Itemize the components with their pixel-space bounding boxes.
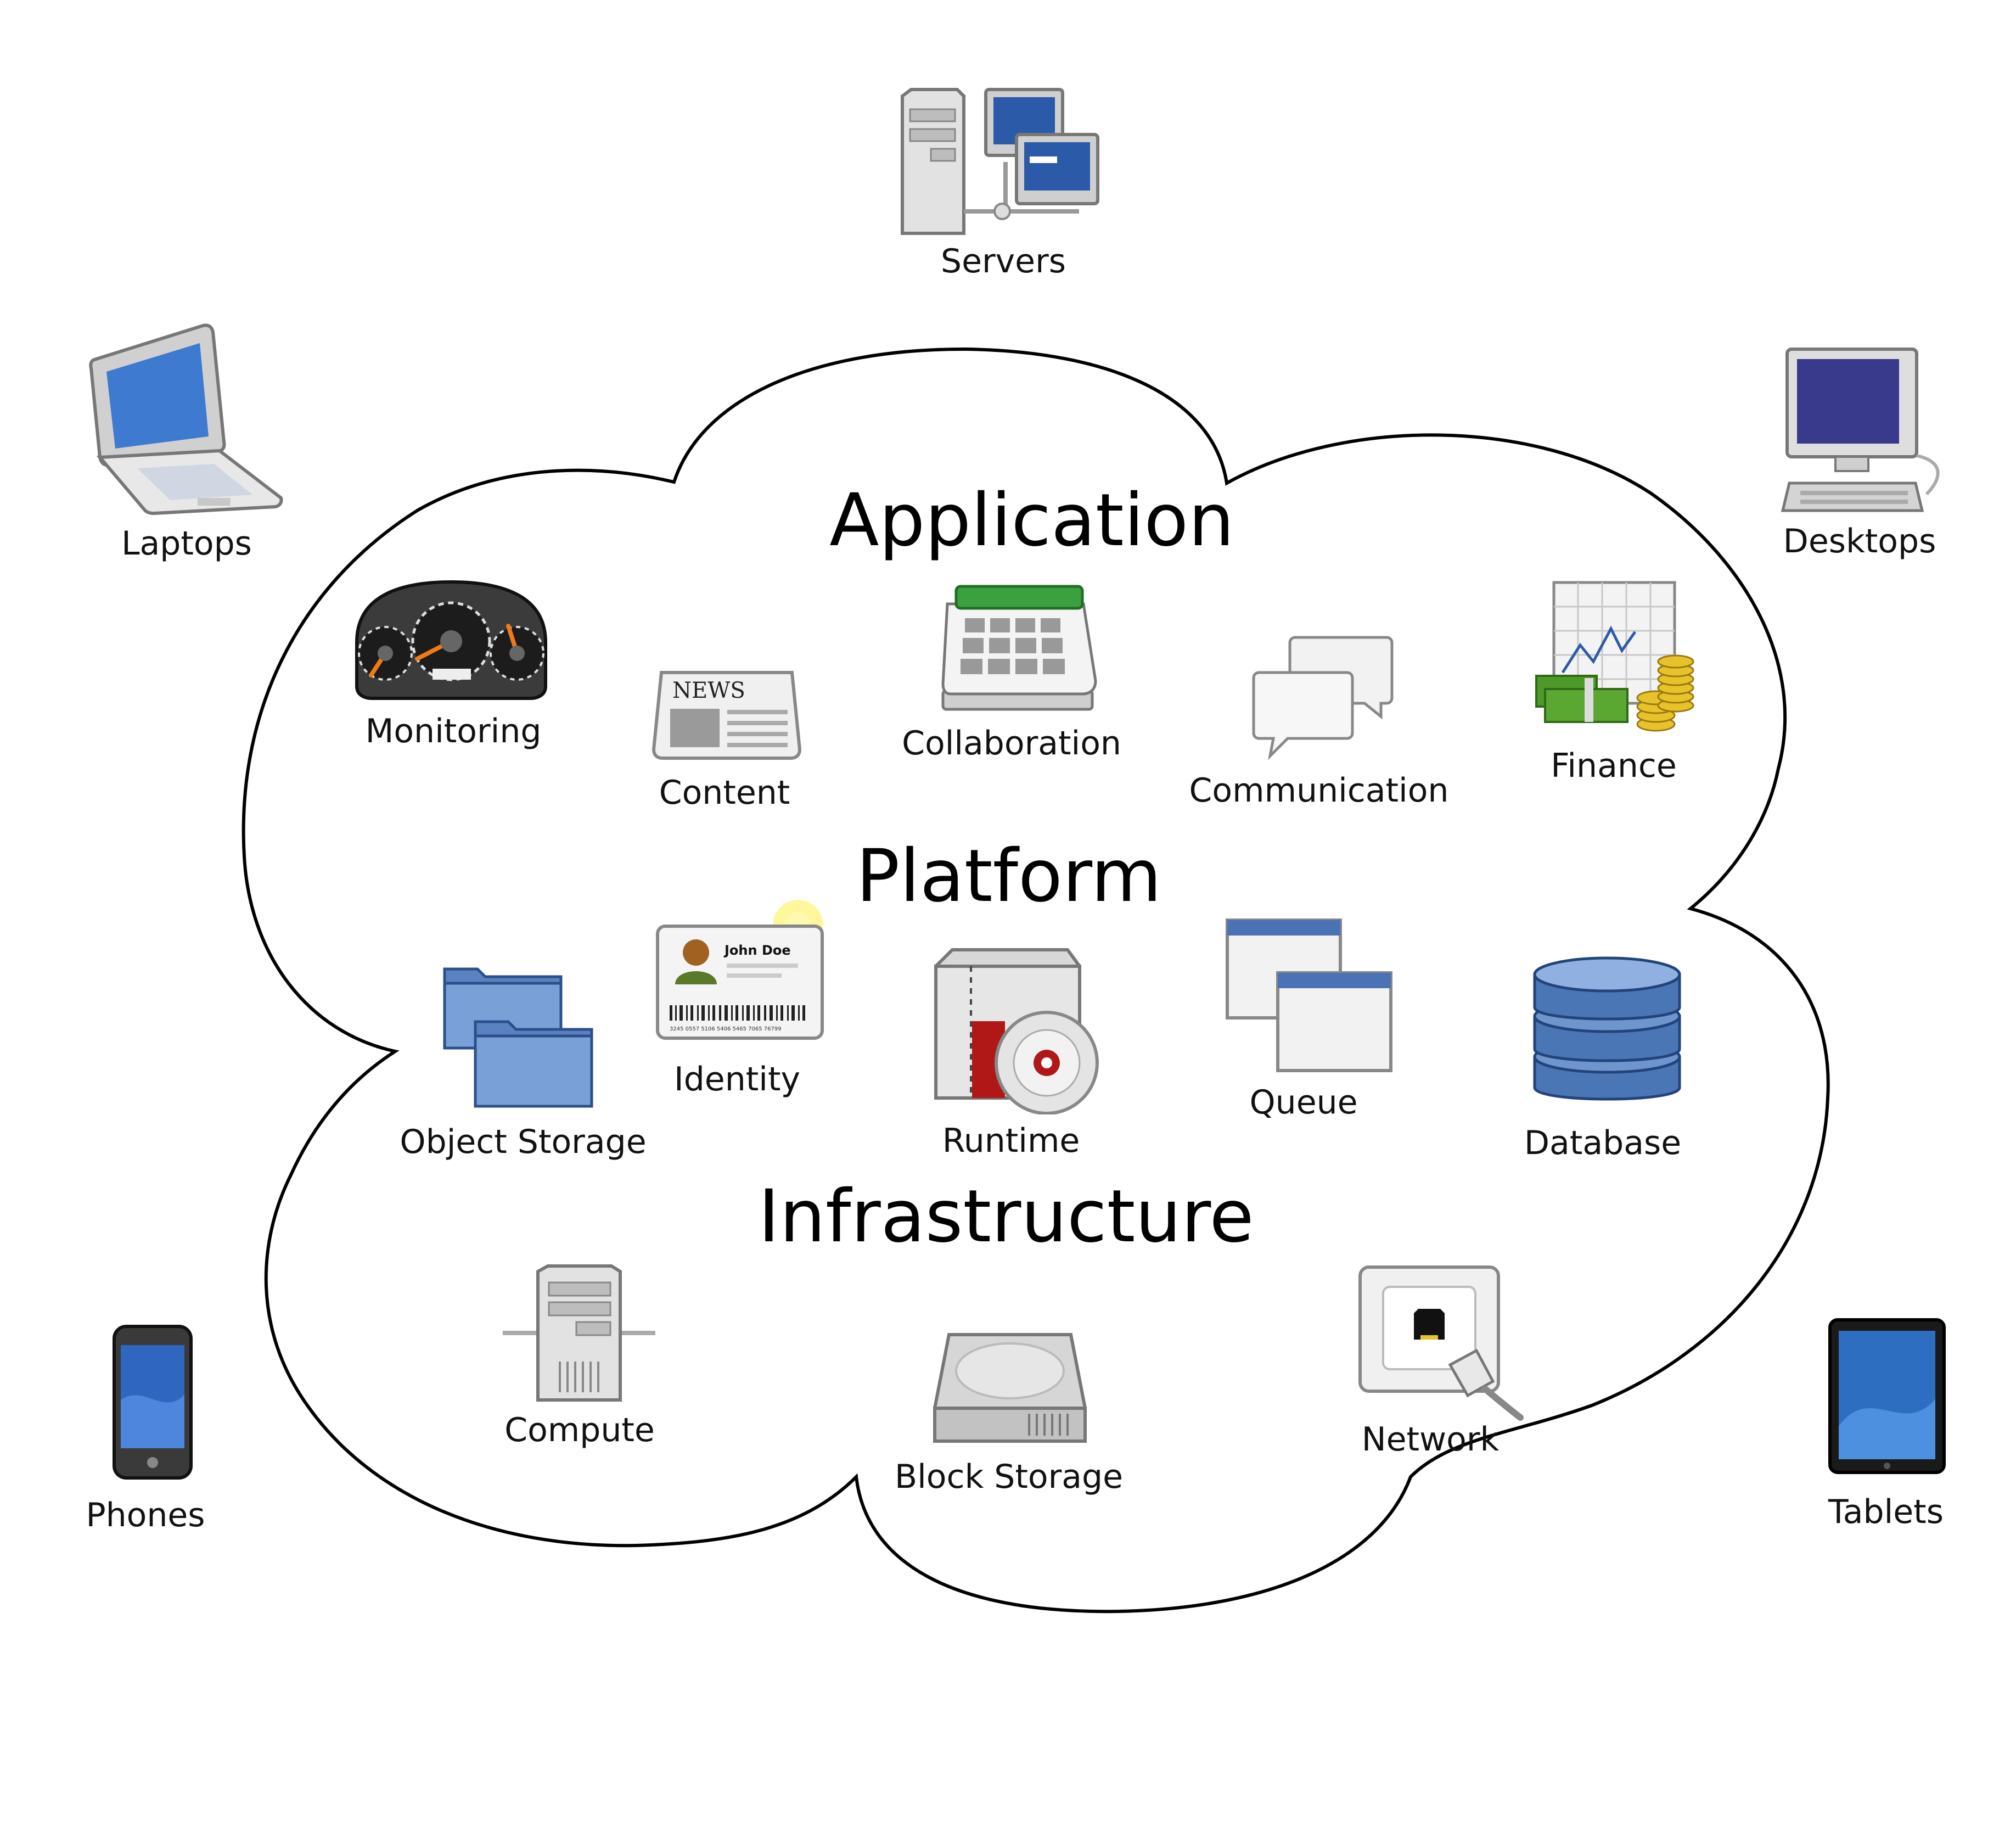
chart-money-icon <box>1534 579 1697 740</box>
label-tablets: Tablets <box>1828 1493 1944 1531</box>
newspaper-icon: NEWS <box>650 667 803 764</box>
id-card-icon: John Doe 3245 0557 5106 5406 5465 7065 7… <box>653 892 834 1048</box>
svg-text:John Doe: John Doe <box>723 943 791 958</box>
servers-network-icon <box>898 85 1103 239</box>
label-block-storage: Block Storage <box>894 1458 1124 1496</box>
desktop-computer-icon <box>1778 346 1943 515</box>
label-finance: Finance <box>1551 747 1677 785</box>
svg-text:3245 0557 5106 5406 5465 7065: 3245 0557 5106 5406 5465 7065 76799 <box>670 1026 782 1032</box>
label-collaboration: Collaboration <box>902 724 1121 763</box>
label-servers: Servers <box>940 242 1066 281</box>
layer-title-infrastructure: Infrastructure <box>758 1174 1254 1259</box>
label-object-storage: Object Storage <box>400 1123 647 1161</box>
tablet-icon <box>1827 1317 1947 1478</box>
database-cylinder-icon <box>1530 953 1684 1108</box>
software-package-disc-icon <box>930 944 1105 1117</box>
label-runtime: Runtime <box>942 1122 1080 1160</box>
laptop-icon <box>88 321 284 519</box>
hard-drive-icon <box>930 1326 1090 1447</box>
calendar-icon <box>940 582 1099 716</box>
svg-text:NEWS: NEWS <box>672 678 745 703</box>
server-tower-icon <box>499 1263 659 1405</box>
label-compute: Compute <box>504 1411 655 1449</box>
smartphone-icon <box>110 1323 195 1485</box>
label-database: Database <box>1524 1124 1682 1162</box>
dashboard-gauge-icon <box>351 576 551 703</box>
chat-bubbles-icon <box>1251 634 1395 763</box>
label-communication: Communication <box>1189 771 1449 810</box>
label-monitoring: Monitoring <box>365 712 542 750</box>
label-queue: Queue <box>1249 1083 1358 1122</box>
label-network: Network <box>1361 1420 1500 1459</box>
layer-title-platform: Platform <box>856 834 1162 918</box>
label-identity: Identity <box>674 1060 800 1099</box>
label-desktops: Desktops <box>1783 522 1936 561</box>
network-jack-icon <box>1356 1263 1524 1424</box>
label-laptops: Laptops <box>121 524 252 563</box>
folders-icon <box>439 953 598 1114</box>
label-phones: Phones <box>86 1496 205 1534</box>
stacked-windows-icon <box>1224 917 1395 1076</box>
layer-title-application: Application <box>829 478 1234 563</box>
label-content: Content <box>659 774 790 812</box>
